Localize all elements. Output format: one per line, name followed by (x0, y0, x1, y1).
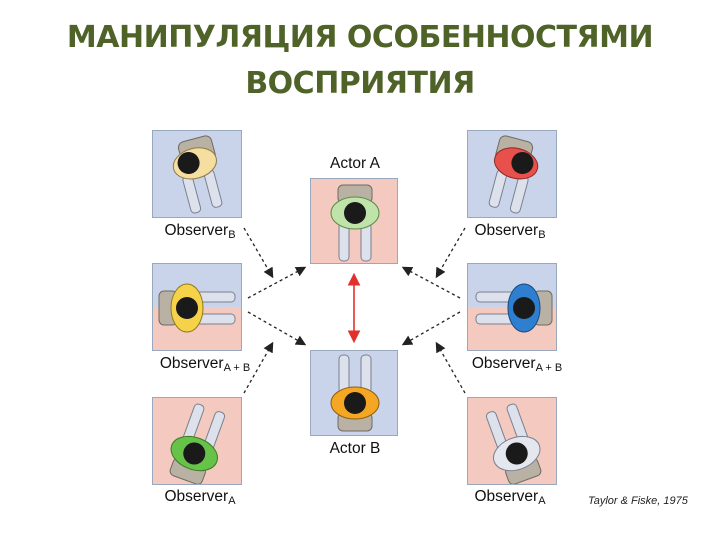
observer-a-right-sub: A (538, 495, 546, 507)
arrow-ob-left-to-center (243, 227, 274, 279)
observer-ab-right-panel (467, 263, 557, 351)
arrow-oa-right-to-center (435, 341, 466, 394)
credit-text: Taylor & Fiske, 1975 (588, 495, 688, 507)
person-topview-icon (330, 354, 380, 432)
observer-b-right-sub: B (538, 229, 546, 241)
person-topview-icon (330, 184, 380, 262)
observer-a-right-label: ObserverA (460, 488, 560, 507)
arrow-right-to-actor-a (401, 266, 461, 299)
observer-a-right-main: Observer (474, 488, 539, 505)
person-topview-icon (172, 135, 223, 214)
person-topview-icon (475, 283, 553, 333)
observer-a-right-panel (467, 397, 557, 485)
person-topview-icon (158, 283, 236, 333)
observer-a-left-label: ObserverA (150, 488, 250, 507)
person-topview-icon (169, 403, 226, 484)
observer-ab-right-main: Observer (471, 355, 536, 372)
arrow-oa-left-to-center (243, 341, 274, 394)
page-title-line-1: МАНИПУЛЯЦИЯ ОСОБЕННОСТЯМИ (66, 20, 654, 55)
observer-ab-right-label: ObserverA + B (452, 355, 582, 374)
observer-b-left-main: Observer (164, 222, 229, 239)
observer-ab-left-label: ObserverA + B (140, 355, 270, 374)
observer-ab-right-sub: A + B (535, 362, 563, 374)
actor-a-panel (310, 178, 398, 264)
observer-a-left-panel (152, 397, 242, 485)
observer-ab-left-main: Observer (159, 355, 224, 372)
actor-b-panel (310, 350, 398, 436)
observer-ab-left-sub: A + B (223, 362, 251, 374)
observer-b-right-main: Observer (474, 222, 539, 239)
observer-b-left-panel (152, 130, 242, 218)
person-topview-icon (485, 403, 542, 484)
arrow-left-to-actor-a (247, 266, 307, 299)
page-title-line-2: ВОСПРИЯТИЯ (245, 66, 475, 101)
observer-a-left-sub: A (228, 495, 236, 507)
arrow-ob-right-to-center (435, 227, 466, 279)
observer-b-right-panel (467, 130, 557, 218)
observer-b-left-sub: B (228, 229, 236, 241)
person-topview-icon (488, 135, 539, 214)
actor-b-label: Actor B (329, 440, 381, 457)
actor-a-label: Actor A (330, 155, 380, 172)
observer-b-left-label: ObserverB (150, 222, 250, 241)
arrow-left-to-actor-b (247, 311, 307, 346)
observer-ab-left-panel (152, 263, 242, 351)
arrow-right-to-actor-b (401, 311, 461, 346)
observer-a-left-main: Observer (164, 488, 229, 505)
observer-b-right-label: ObserverB (460, 222, 560, 241)
